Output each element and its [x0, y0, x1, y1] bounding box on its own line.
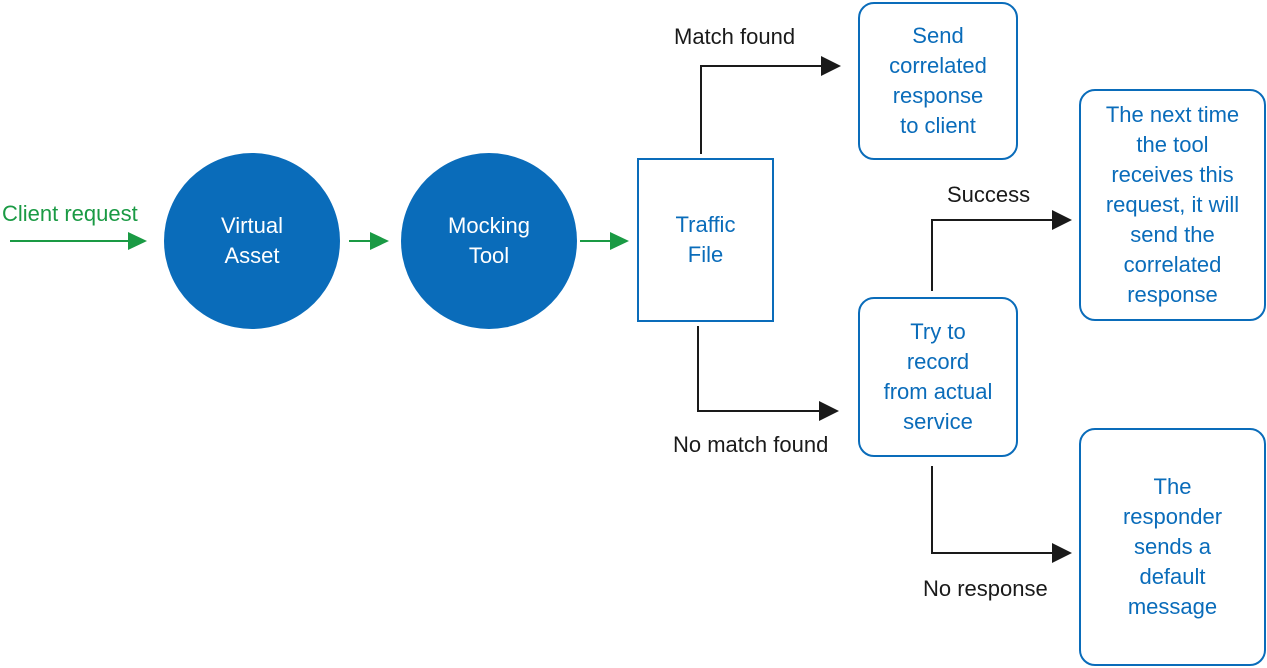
next-time-line: request, it will [1105, 192, 1240, 217]
send-response-node: Send correlated response to client [858, 2, 1018, 160]
success-label: Success [947, 182, 1031, 207]
next-time-line: receives this [1111, 162, 1234, 187]
try-record-line: record [906, 349, 970, 374]
virtual-asset-node: Virtual Asset [164, 153, 340, 329]
send-response-line: response [892, 83, 984, 108]
default-message-line: sends a [1133, 534, 1212, 559]
traffic-file-line: File [687, 242, 724, 267]
send-response-line: to client [900, 113, 976, 138]
no-response-arrow [931, 466, 1072, 563]
client-request-label: Client request [2, 201, 138, 226]
tool-to-file-arrow [580, 232, 629, 250]
next-time-line: response [1127, 282, 1218, 307]
asset-to-tool-arrow [349, 232, 389, 250]
client-request-arrow [10, 232, 147, 250]
mocking-tool-line: Mocking [448, 213, 530, 238]
default-message-line: The [1153, 474, 1192, 499]
virtual-asset-line: Asset [224, 243, 280, 268]
default-message-line: responder [1122, 504, 1223, 529]
match-found-label: Match found [674, 24, 796, 49]
try-record-line: service [903, 409, 973, 434]
traffic-file-node: Traffic File [637, 158, 774, 322]
default-message-line: default [1139, 564, 1206, 589]
try-record-line: Try to [910, 319, 966, 344]
send-response-line: Send [912, 23, 964, 48]
next-time-node: The next time the tool receives this req… [1079, 89, 1266, 321]
default-message-node: The responder sends a default message [1079, 428, 1266, 666]
try-record-node: Try to record from actual service [858, 297, 1018, 457]
next-time-line: send the [1130, 222, 1215, 247]
send-response-line: correlated [889, 53, 987, 78]
default-message-line: message [1127, 594, 1218, 619]
next-time-line: correlated [1123, 252, 1222, 277]
match-found-arrow [700, 56, 841, 154]
traffic-file-line: Traffic [675, 212, 736, 237]
next-time-line: The next time [1105, 102, 1240, 127]
try-record-line: from actual [883, 379, 993, 404]
no-match-found-arrow [697, 326, 839, 421]
success-arrow [931, 210, 1072, 291]
next-time-line: the tool [1136, 132, 1209, 157]
no-match-found-label: No match found [673, 432, 829, 457]
virtual-asset-line: Virtual [221, 213, 283, 238]
mocking-tool-node: Mocking Tool [401, 153, 577, 329]
mocking-tool-line: Tool [468, 243, 510, 268]
no-response-label: No response [923, 576, 1048, 601]
